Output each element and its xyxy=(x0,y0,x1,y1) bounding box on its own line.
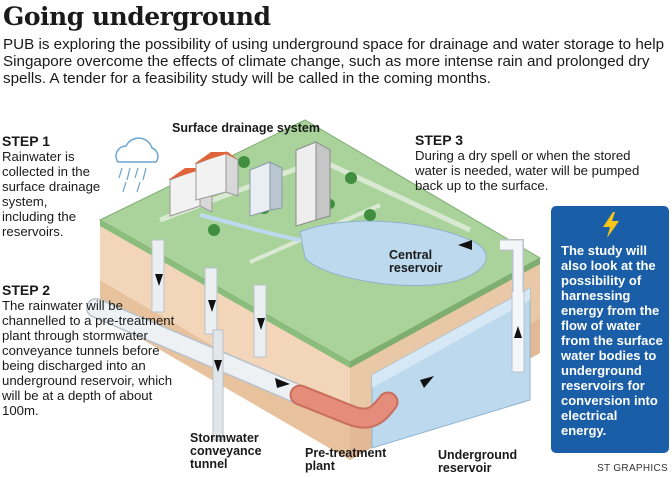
apartment-building-icon xyxy=(194,151,239,201)
central-reservoir-shape xyxy=(299,220,487,286)
surface-drainage-label: Surface drainage system xyxy=(172,121,320,135)
step2-heading: STEP 2 xyxy=(2,282,50,298)
office-tower-icon xyxy=(249,161,283,217)
step3-heading: STEP 3 xyxy=(415,132,463,148)
intro-paragraph: PUB is exploring the possibility of usin… xyxy=(3,36,665,87)
office-tower-icon xyxy=(295,141,331,227)
step1-heading: STEP 1 xyxy=(2,133,50,149)
step3-text: During a dry spell or when the stored wa… xyxy=(415,148,640,193)
step1-text: Rainwater is collected in the surface dr… xyxy=(2,149,101,239)
pretreatment-plant-label: Pre-treatment plant xyxy=(305,446,387,473)
underground-reservoir-label: Underground reservoir xyxy=(438,448,518,475)
flow-arrow-icon xyxy=(155,240,522,388)
reservoir-top xyxy=(372,288,530,388)
info-box-text: The study will also look at the possibil… xyxy=(561,243,663,438)
rain-cloud-icon xyxy=(115,137,159,193)
lightning-bolt-icon xyxy=(603,212,619,238)
page-title: Going underground xyxy=(3,2,271,31)
stormwater-deep-shaft xyxy=(212,329,224,441)
step2-text: The rainwater will be channelled to a pr… xyxy=(2,298,175,418)
ground-top-edge-right xyxy=(350,258,540,368)
stormwater-tunnel-label: Stormwater conveyance tunnel xyxy=(190,431,262,471)
info-box: The study will also look at the possibil… xyxy=(551,206,669,453)
central-reservoir-label: Central reservoir xyxy=(389,248,443,275)
credit-label: ST GRAPHICS xyxy=(597,463,668,474)
drain-channel xyxy=(199,213,301,242)
